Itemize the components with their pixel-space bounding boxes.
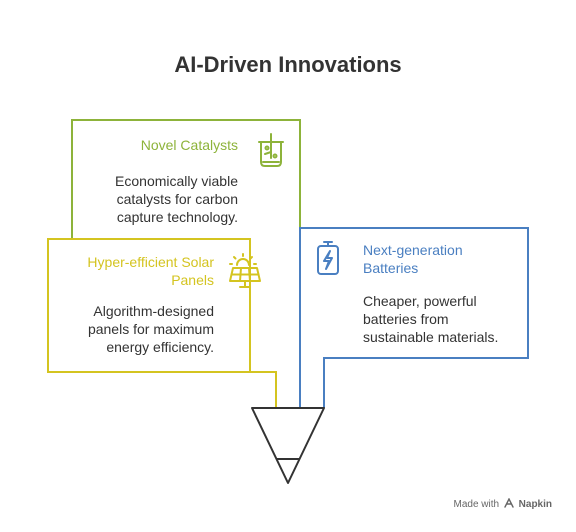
beaker-icon (258, 133, 284, 167)
solar-description: Algorithm-designed panels for maximum en… (87, 303, 214, 355)
solar-heading: Hyper-efficient Solar Panels (87, 254, 214, 288)
footer-attribution: Made with Napkin (453, 497, 552, 510)
batteries-description: Cheaper, powerful batteries from sustain… (363, 293, 499, 345)
catalysts-description: Economically viable catalysts for carbon… (115, 173, 238, 225)
battery-icon (317, 241, 339, 275)
batteries-heading: Next-generation Batteries (363, 242, 463, 276)
footer-prefix: Made with (453, 499, 500, 510)
funnel-shape (251, 407, 325, 484)
solar-panel-icon (229, 253, 261, 288)
page-title: AI-Driven Innovations (174, 52, 402, 77)
napkin-logo-icon (504, 497, 514, 510)
batteries-outline (299, 227, 529, 408)
solar-outline (47, 238, 277, 408)
catalysts-heading: Novel Catalysts (140, 137, 238, 153)
footer-brand: Napkin (518, 499, 552, 510)
